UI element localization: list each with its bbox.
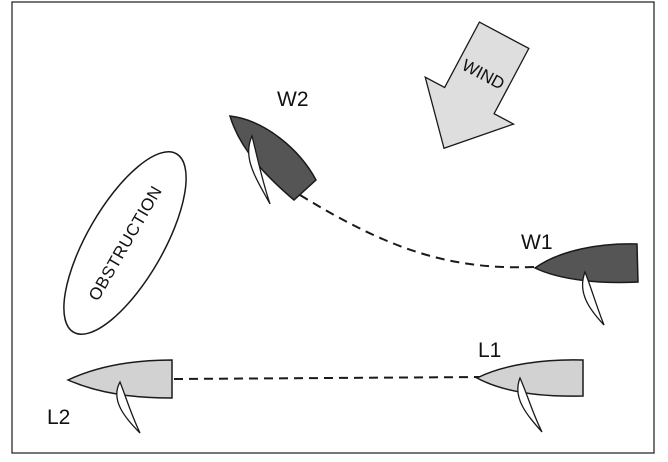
- boat-l1-hull: [475, 359, 584, 397]
- boat-w2-sail: [247, 134, 271, 205]
- wind-arrow: WIND: [424, 21, 530, 150]
- boat-w1-hull: [533, 243, 639, 284]
- leeward-track: [173, 376, 483, 380]
- obstruction-shape: [63, 151, 187, 335]
- boat-w1: [533, 243, 639, 326]
- label-w1: W1: [521, 231, 553, 254]
- boat-l1: [475, 359, 584, 433]
- label-l1: L1: [478, 339, 501, 362]
- label-l2: L2: [47, 406, 70, 429]
- boat-l2-hull: [66, 359, 173, 399]
- wind-arrow-icon: [424, 21, 530, 150]
- boat-w2: [228, 115, 317, 205]
- boat-l2-sail: [116, 380, 141, 434]
- windward-track: [299, 194, 536, 269]
- label-w2: W2: [277, 88, 309, 111]
- boat-l1-sail: [517, 376, 543, 433]
- boat-w1-sail: [581, 270, 605, 326]
- obstruction: OBSTRUCTION: [63, 151, 187, 335]
- boat-l2: [66, 359, 173, 434]
